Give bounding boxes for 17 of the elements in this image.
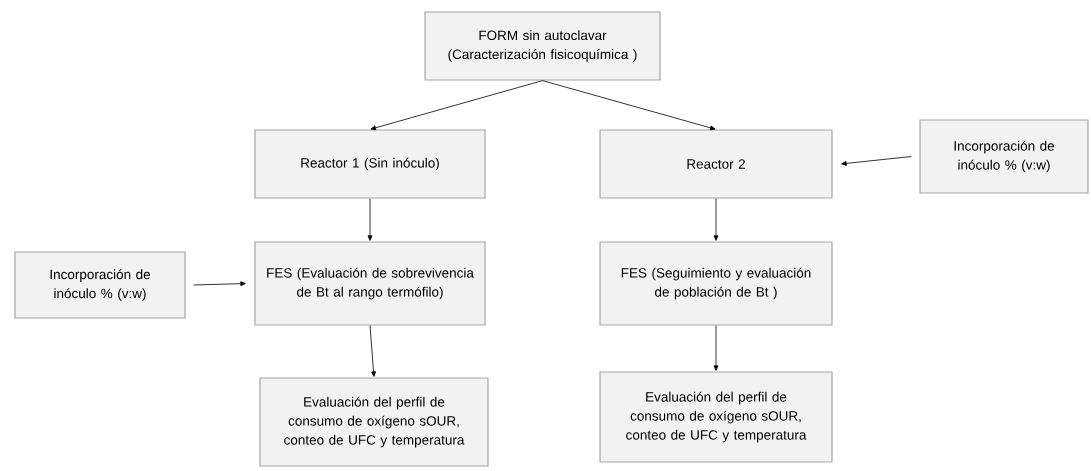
arrow <box>370 80 543 131</box>
arrow <box>713 198 719 241</box>
process-box: Incorporación de inóculo % (v:w) <box>14 251 186 319</box>
arrow <box>367 198 373 241</box>
arrow <box>841 156 912 166</box>
arrow <box>369 325 376 377</box>
process-box: Reactor 1 (Sin inóculo) <box>254 129 486 199</box>
arrow <box>542 80 716 131</box>
process-box: FES (Seguimiento y evaluación de población de Bt ) <box>599 241 833 326</box>
arrow <box>193 281 246 287</box>
process-box: Evaluación del perfil de consumo de oxígeno sOUR, conteo de UFC y temperatura <box>259 377 489 467</box>
process-box: Evaluación del perfil de consumo de oxígeno sOUR, conteo de UFC y temperatura <box>599 371 833 463</box>
process-box: FES (Evaluación de sobrevivencia de Bt al rango termófilo) <box>254 241 486 326</box>
process-box: FORM sin autoclavar (Caracterización fisicoquímica ) <box>424 11 661 81</box>
arrow <box>713 325 719 371</box>
process-box: Reactor 2 <box>599 129 833 199</box>
process-box: Incorporación de inóculo % (v:w) <box>919 119 1089 194</box>
